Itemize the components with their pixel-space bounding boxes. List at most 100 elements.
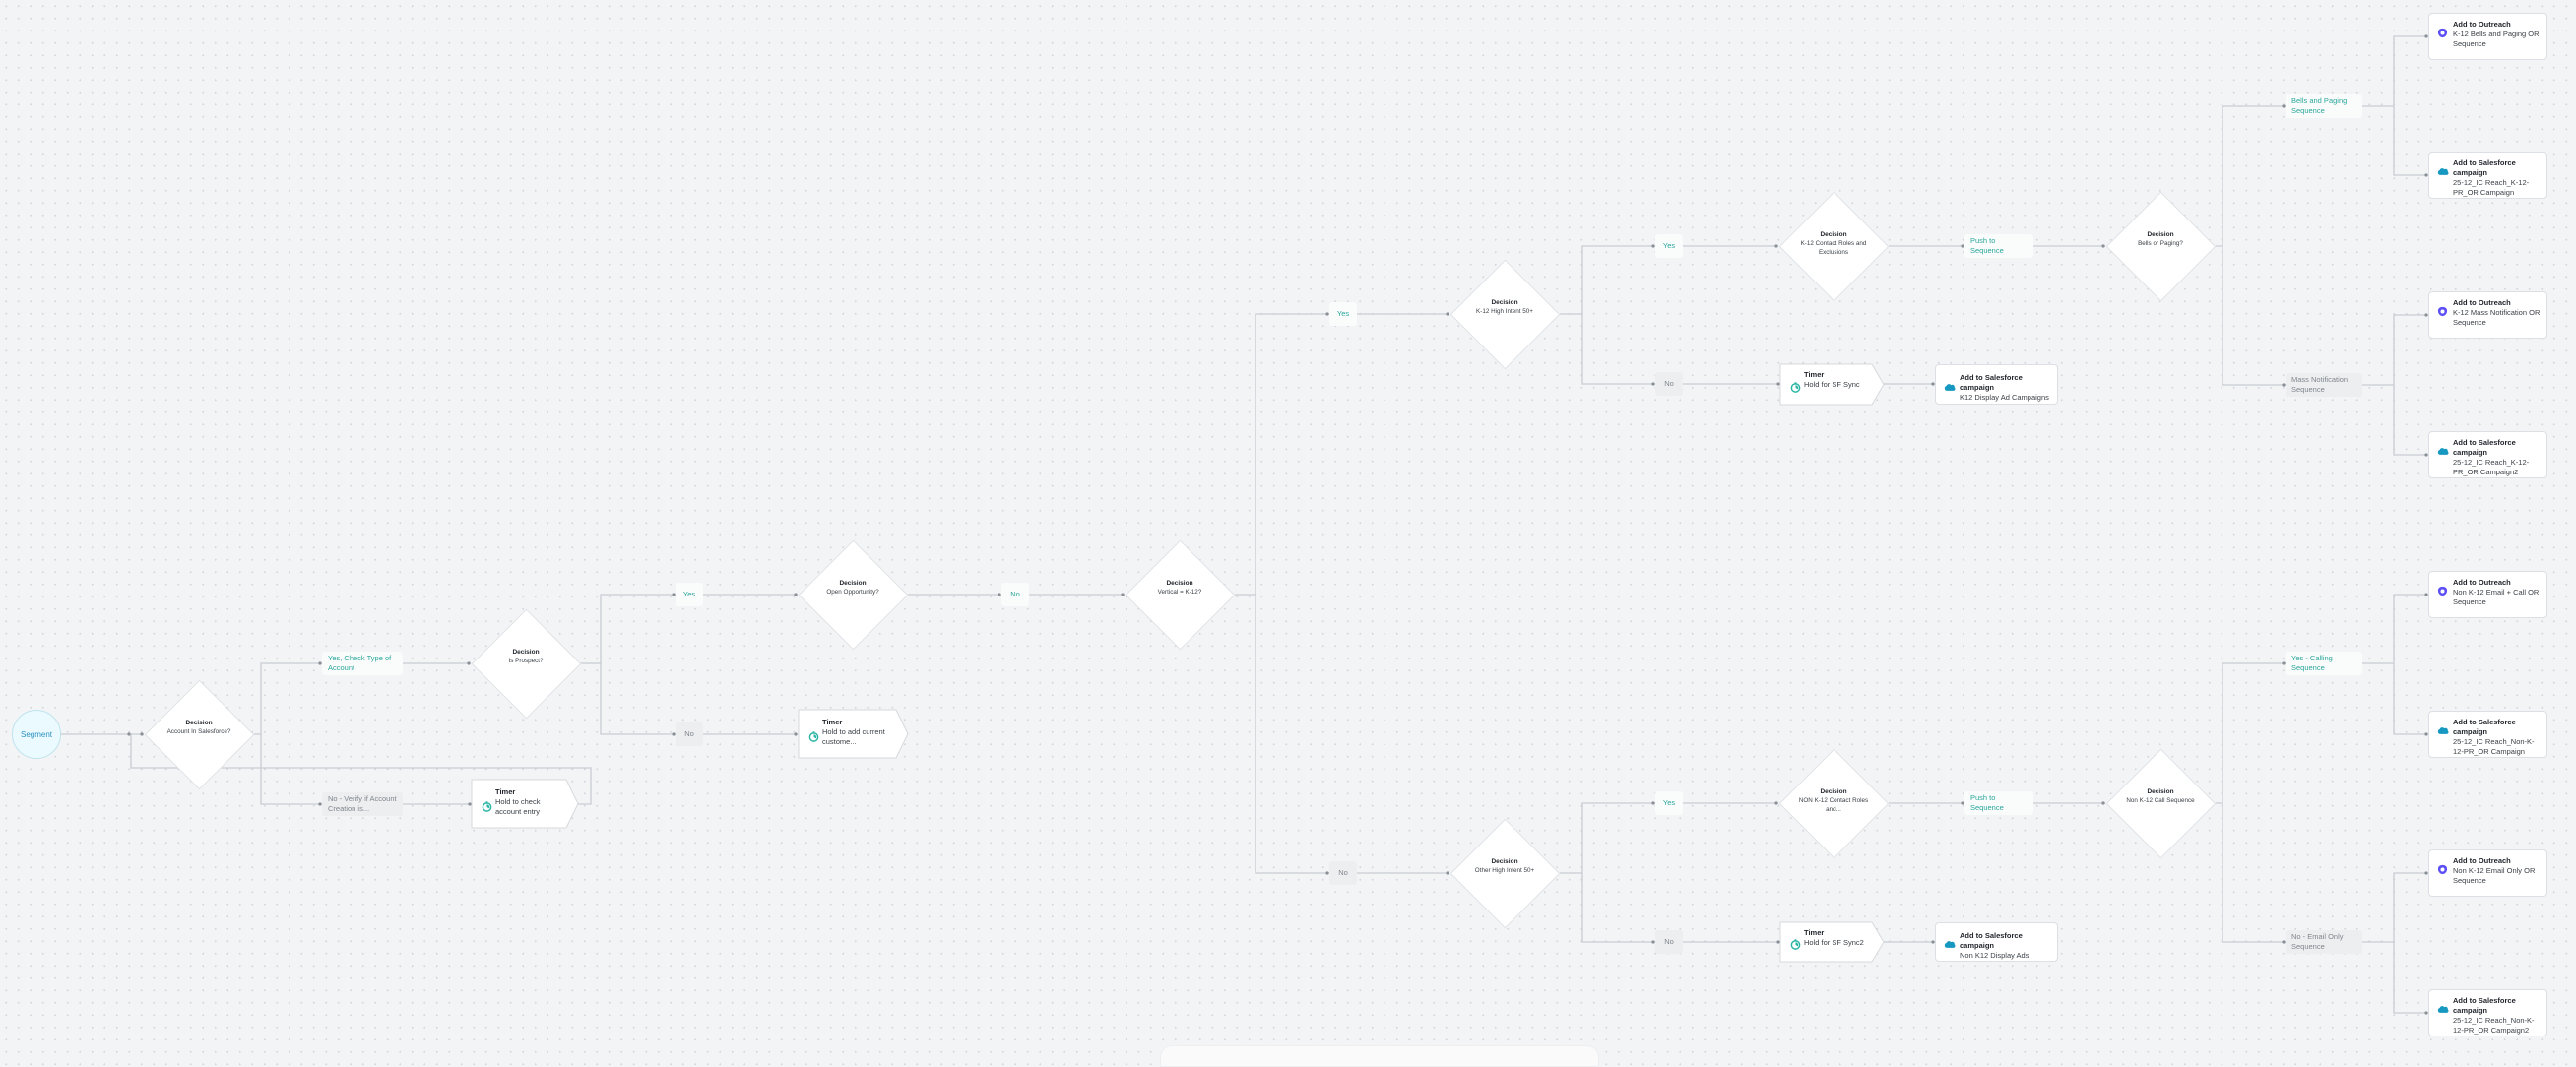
edge-handle[interactable] <box>1121 593 1125 596</box>
edge-handle[interactable] <box>1325 871 1329 875</box>
edge-handle[interactable] <box>1931 382 1935 386</box>
timer-description: Hold to add current custome... <box>822 727 885 746</box>
edge-handle[interactable] <box>2424 1011 2428 1015</box>
edge-handle[interactable] <box>140 732 144 736</box>
edge-handle[interactable] <box>127 732 131 736</box>
edge-handle[interactable] <box>2424 173 2428 177</box>
edge-handle[interactable] <box>1325 312 1329 316</box>
branch-label[interactable]: Yes <box>1655 234 1683 258</box>
branch-label[interactable]: Yes <box>676 583 703 606</box>
branch-label[interactable]: Yes - Calling Sequence <box>2286 652 2362 675</box>
edge-handle[interactable] <box>1651 244 1655 248</box>
edge-handle[interactable] <box>2424 34 2428 38</box>
branch-label-text: No <box>1664 379 1674 388</box>
edge-handle[interactable] <box>672 732 676 736</box>
branch-label[interactable]: No <box>676 722 703 746</box>
edge-handle[interactable] <box>1961 244 1964 248</box>
edge-handle[interactable] <box>1651 801 1655 805</box>
edge-handle[interactable] <box>1651 382 1655 386</box>
edge-handle[interactable] <box>2424 871 2428 875</box>
edge-handle[interactable] <box>672 593 676 596</box>
edge-handle[interactable] <box>1446 312 1449 316</box>
timer-shape <box>1779 363 1885 406</box>
branch-label[interactable]: Push to Sequence <box>1964 791 2033 815</box>
edge-handle[interactable] <box>2282 661 2286 665</box>
edge-connector <box>1560 802 1655 874</box>
edge-handle[interactable] <box>998 593 1001 596</box>
edge-handle[interactable] <box>318 661 322 665</box>
branch-label-text: Push to Sequence <box>1970 793 2004 812</box>
branch-label[interactable]: Push to Sequence <box>1964 234 2033 258</box>
branch-label[interactable]: Mass Notification Sequence <box>2286 373 2362 397</box>
action-description: Non K12 Display Ads <box>1960 951 2029 960</box>
branch-label[interactable]: Bells and Paging Sequence <box>2286 94 2362 118</box>
branch-label[interactable]: No <box>1001 583 1029 606</box>
edge-handle[interactable] <box>2282 940 2286 944</box>
edge-handle[interactable] <box>2424 313 2428 317</box>
edge-handle[interactable] <box>1776 940 1780 944</box>
edge-handle[interactable] <box>318 802 322 806</box>
edge-handle[interactable] <box>2424 732 2428 736</box>
edge-handle[interactable] <box>2101 801 2105 805</box>
edge-connector <box>1235 313 1329 596</box>
edge-handle[interactable] <box>1961 801 1964 805</box>
action-description: Non K-12 Email + Call OR Sequence <box>2453 588 2540 606</box>
branch-label[interactable]: Yes <box>1329 302 1357 326</box>
edge-handle[interactable] <box>1774 801 1778 805</box>
branch-label[interactable]: No - Verify if Account Creation is... <box>322 792 403 816</box>
edge-handle[interactable] <box>2282 104 2286 108</box>
edge-handle[interactable] <box>794 593 798 596</box>
edge-handle[interactable] <box>467 661 471 665</box>
edge-handle[interactable] <box>2282 383 2286 387</box>
edge-handle[interactable] <box>794 732 798 736</box>
branch-label[interactable]: Yes, Check Type of Account <box>322 652 403 675</box>
edge-handle[interactable] <box>1931 940 1935 944</box>
edge-connector <box>1581 873 1655 943</box>
branch-label[interactable]: No <box>1655 372 1683 396</box>
edge-handle[interactable] <box>2101 244 2105 248</box>
edge-handle[interactable] <box>1651 940 1655 944</box>
branch-label[interactable]: No <box>1329 861 1357 885</box>
edge-handle[interactable] <box>2424 593 2428 596</box>
branch-label[interactable]: Yes <box>1655 791 1683 815</box>
edge-handle[interactable] <box>1446 871 1449 875</box>
edge-handle[interactable] <box>2424 453 2428 457</box>
branch-label[interactable]: No - Email Only Sequence <box>2286 930 2362 954</box>
edge-handle[interactable] <box>468 802 472 806</box>
edge-handle[interactable] <box>1776 382 1780 386</box>
branch-label[interactable]: No <box>1655 930 1683 954</box>
decision-title: Decision <box>2147 788 2174 795</box>
action-title: Add to Salesforce campaign <box>2453 438 2516 457</box>
edge-handle[interactable] <box>1774 244 1778 248</box>
segment-node[interactable]: Segment <box>12 710 61 759</box>
action-title: Add to Salesforce campaign <box>2453 158 2516 177</box>
